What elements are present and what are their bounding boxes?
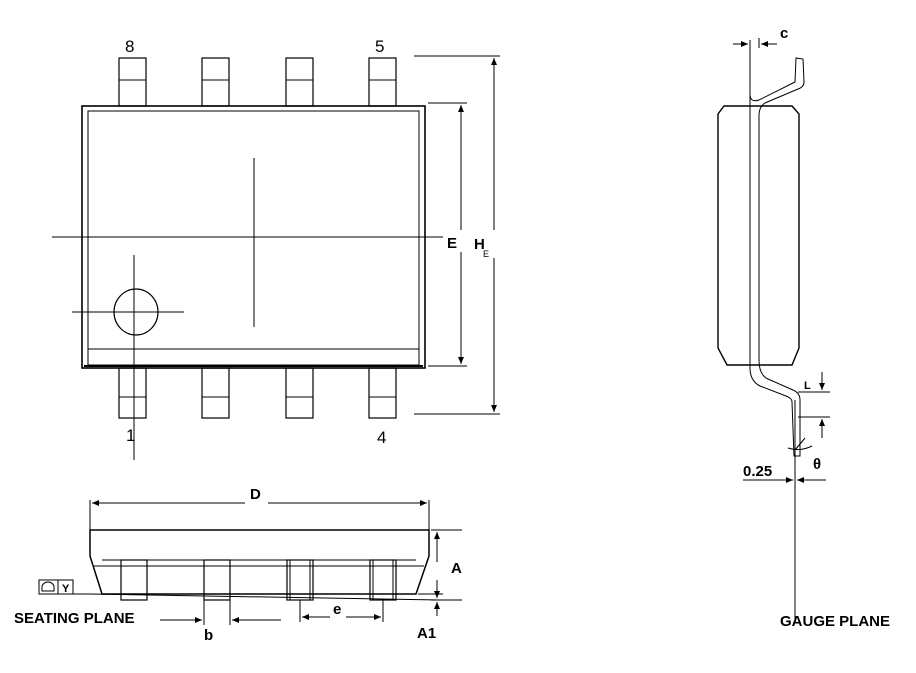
pin-bottom-2 — [201, 367, 230, 419]
label-A: A — [451, 560, 462, 577]
pin-label-4: 4 — [377, 428, 386, 447]
pin-label-5: 5 — [375, 37, 384, 56]
pin-top-8 — [118, 57, 147, 107]
label-c: c — [780, 25, 788, 42]
seating-plane-datum: Y SEATING PLANE — [14, 579, 441, 627]
front-lead-1 — [120, 559, 148, 601]
dimension-c: c — [733, 25, 788, 47]
bottom-pins — [118, 367, 397, 419]
pin-label-8: 8 — [125, 37, 134, 56]
pin-bottom-4 — [368, 367, 397, 419]
datum-Y-label: Y — [62, 583, 70, 595]
dimension-e: e — [299, 600, 384, 622]
pin-top-6 — [285, 57, 314, 107]
pin-top-5 — [368, 57, 397, 107]
pin-bottom-3 — [285, 367, 314, 419]
front-leads — [120, 559, 397, 601]
dimension-A: A — [431, 529, 462, 601]
front-body — [89, 529, 430, 595]
top-view: 8 5 1 4 E H E — [52, 37, 500, 460]
pin-top-7 — [201, 57, 230, 107]
pin-label-1: 1 — [126, 426, 135, 445]
label-e: e — [333, 601, 341, 618]
label-b: b — [204, 627, 213, 644]
dimension-L: L — [798, 372, 830, 438]
dimension-E: E — [428, 102, 467, 367]
dimension-HE: H E — [414, 55, 500, 415]
dimension-A1: A1 — [417, 593, 443, 642]
dimension-D: D — [89, 486, 430, 530]
label-A1: A1 — [417, 625, 436, 642]
pin-bottom-1 — [118, 367, 147, 419]
label-HE: H — [474, 236, 485, 253]
gauge-plane-label: GAUGE PLANE — [780, 613, 890, 630]
top-pins — [118, 57, 397, 107]
label-D: D — [250, 486, 261, 503]
label-theta: θ — [813, 456, 821, 473]
front-lead-2 — [203, 559, 231, 601]
label-E: E — [447, 235, 457, 252]
label-HE-subscript: E — [483, 249, 489, 259]
side-view: c L θ 0.25 GAUGE PLANE — [717, 25, 890, 630]
label-L: L — [804, 380, 811, 392]
label-gauge-025: 0.25 — [743, 463, 772, 480]
side-lead — [749, 44, 805, 457]
dimension-gauge-0.25: 0.25 — [743, 463, 826, 483]
side-body — [717, 105, 800, 366]
dimension-b: b — [160, 600, 281, 644]
dimension-theta: θ — [787, 437, 821, 473]
seating-plane-label: SEATING PLANE — [14, 610, 135, 627]
front-view: D A A1 b e — [14, 486, 462, 644]
